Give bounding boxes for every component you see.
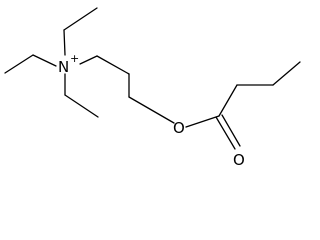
chemical-structure-diagram: N + O O xyxy=(4,7,301,169)
carbonyl-oxygen-label: O xyxy=(233,151,245,169)
atom-labels: N + O O xyxy=(58,52,245,169)
bond-ethyl2-ch2-ch3 xyxy=(4,54,34,74)
bond-carbonyl-double-2 xyxy=(221,114,241,147)
bond-carbonyl-c-c2 xyxy=(218,84,238,117)
bond-n-ethyl2-ch2 xyxy=(32,54,57,67)
bond-propyl-c3-o xyxy=(128,96,175,124)
bond-carbonyl-double-1 xyxy=(215,116,236,150)
nitrogen-atom-label: N xyxy=(58,58,69,76)
bond-propyl-c1-c2 xyxy=(96,55,130,75)
bond-ethyl1-ch2-ch3 xyxy=(63,7,98,31)
bond-ethyl3-ch2-ch3 xyxy=(64,94,99,118)
nitrogen-charge-label: + xyxy=(70,52,79,65)
bond-c3-c4 xyxy=(272,61,301,86)
bond-n-ethyl1-ch2 xyxy=(63,29,66,56)
ester-oxygen-label: O xyxy=(173,119,185,137)
bonds xyxy=(4,7,301,150)
bond-o-carbonyl-c xyxy=(185,115,220,128)
bond-n-propyl-c1 xyxy=(79,55,98,65)
